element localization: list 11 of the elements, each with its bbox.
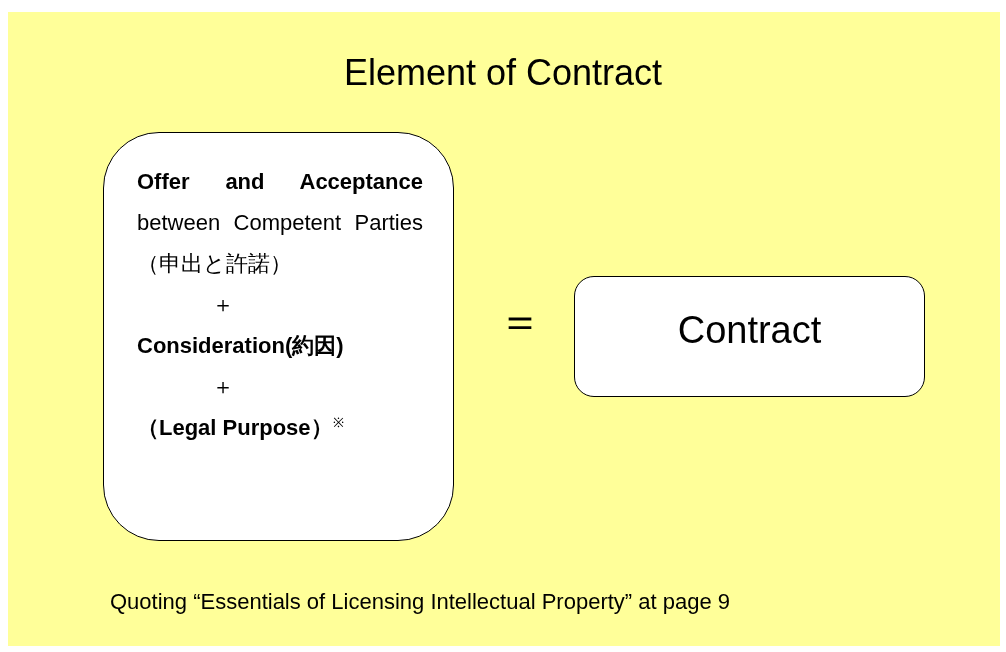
- equals-sign: ＝: [498, 295, 542, 347]
- term-text: （Legal Purpose）$^{※}$: [137, 413, 345, 442]
- source-note: Quoting “Essentials of Licensing Intellectual Property” at page 9: [110, 589, 731, 615]
- diagram-title: Element of Contract: [342, 52, 664, 94]
- plus-sign: ＋: [210, 291, 235, 319]
- term-text: Offer and Acceptance between Competent Parties（申出と許諾）: [137, 168, 423, 278]
- element-box: [103, 132, 454, 541]
- plus-sign: ＋: [210, 373, 235, 401]
- result-box: [574, 276, 925, 397]
- term-text: Consideration(約因): [137, 332, 345, 360]
- node-label: Contract: [677, 309, 822, 352]
